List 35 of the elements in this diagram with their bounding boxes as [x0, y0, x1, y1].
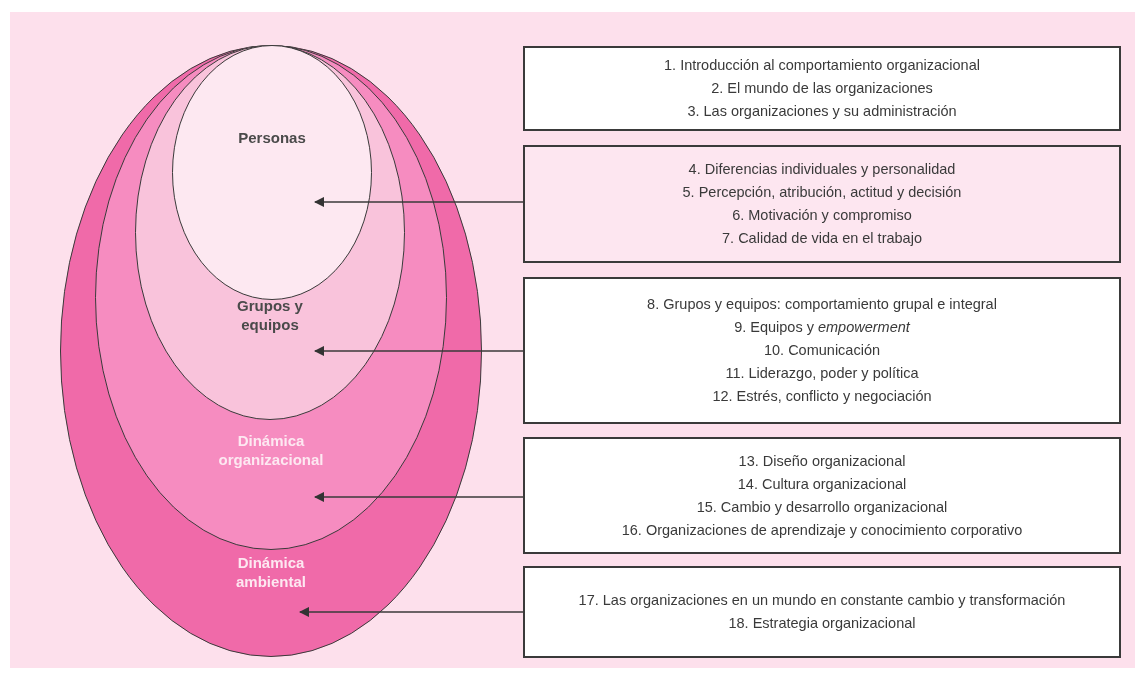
ellipse-region — [135, 45, 405, 420]
ellipse-region — [172, 45, 372, 300]
topic-box — [523, 46, 1121, 131]
topic-item: 8. Grupos y equipos: comportamiento grupal e integral — [647, 295, 997, 314]
topic-item: 7. Calidad de vida en el trabajo — [722, 229, 922, 248]
region-label: Dinámica organizacional — [217, 431, 325, 469]
topic-item: 4. Diferencias individuales y personalidad — [688, 160, 956, 179]
topic-item: 15. Cambio y desarrollo organizacional — [696, 497, 948, 517]
ellipse-region — [60, 45, 482, 657]
topic-box — [523, 437, 1121, 554]
topic-item: 1. Introducción al comportamiento organizacional — [664, 56, 980, 75]
arrow — [313, 196, 524, 208]
topic-item: 14. Cultura organizacional — [737, 474, 907, 494]
topic-item: 13. Diseño organizacional — [738, 451, 906, 471]
topic-box — [523, 277, 1121, 424]
topic-item: 5. Percepción, atribución, actitud y decisión — [682, 183, 962, 202]
topic-item: 10. Comunicación — [763, 341, 881, 360]
topic-box — [523, 566, 1121, 658]
topic-item: 11. Liderazgo, poder y política — [725, 364, 919, 383]
topic-item: 9. Equipos y empowerment — [734, 318, 910, 337]
topic-item: 12. Estrés, conflicto y negociación — [712, 387, 932, 406]
arrow — [313, 345, 524, 357]
topic-item: 6. Motivación y compromiso — [732, 206, 912, 225]
topic-item: 17. Las organizaciones en un mundo en constante cambio y transformación — [578, 591, 1066, 610]
region-label: Dinámica ambiental — [235, 553, 307, 591]
topic-item: 16. Organizaciones de aprendizaje y conocimiento corporativo — [621, 520, 1023, 540]
topic-item: 3. Las organizaciones y su administración — [687, 102, 957, 121]
region-label: Personas — [237, 128, 307, 147]
arrow — [298, 606, 524, 618]
ellipse-region — [95, 45, 447, 550]
topic-item: 18. Estrategia organizacional — [728, 614, 916, 633]
arrow — [313, 491, 524, 503]
region-label: Grupos y equipos — [236, 296, 304, 334]
topic-box — [523, 145, 1121, 263]
topic-item: 2. El mundo de las organizaciones — [711, 79, 933, 98]
